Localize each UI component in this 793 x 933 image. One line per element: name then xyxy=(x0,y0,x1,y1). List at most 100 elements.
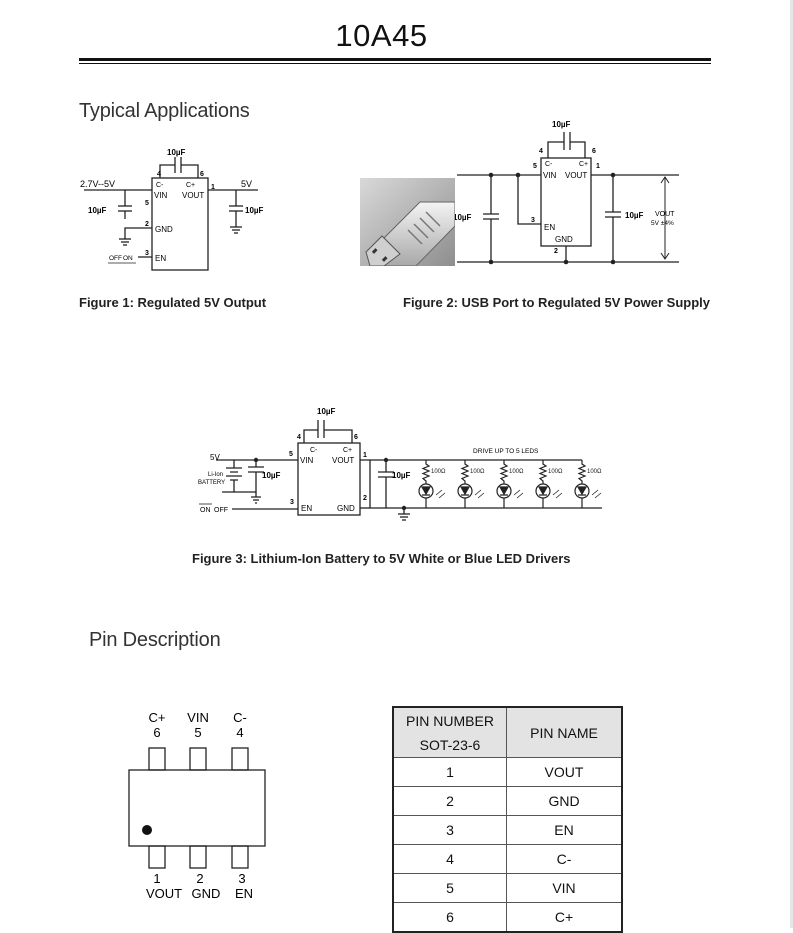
light-arrows-5 xyxy=(591,489,602,499)
package-pin6-name: C+ xyxy=(149,710,166,725)
figure3-drive-label: DRIVE UP TO 5 LEDS xyxy=(473,448,539,455)
figure1-on-label: ON xyxy=(123,255,133,262)
pin-name-cell: VOUT xyxy=(506,757,623,787)
typical-applications-heading: Typical Applications xyxy=(79,100,250,122)
figure1-cplus: C+ xyxy=(186,182,195,189)
diode-symbol-4 xyxy=(537,486,549,496)
figure3-pin5: 5 xyxy=(289,451,293,458)
figure2-pin4: 4 xyxy=(539,148,543,155)
package-pin1-number: 1 xyxy=(153,871,160,886)
figure2-pin1: 1 xyxy=(596,163,600,170)
figure1-vin-label: VIN xyxy=(154,191,168,200)
pin-name-cell: GND xyxy=(506,786,623,816)
figure1-schematic: 10µF 4 6 C- C+ VIN VOUT 2.7V--5V 5V 1 5 … xyxy=(80,148,264,271)
figure3-cplus: C+ xyxy=(343,447,352,454)
figure1-pin1: 1 xyxy=(211,184,215,191)
diode-symbol-5 xyxy=(576,486,588,496)
figure2-pin3: 3 xyxy=(531,217,535,224)
figure2-schematic: 10µF 4 6 C- C+ 5 1 VIN VOUT 10µF 3 EN GN… xyxy=(455,120,679,265)
light-arrows-1 xyxy=(435,489,446,499)
figure3-vin-5v: 5V xyxy=(210,453,220,462)
figure3-pin4: 4 xyxy=(297,434,301,441)
figure2-cap-in-label: 10µF xyxy=(455,213,472,222)
package-bottom-pin-3 xyxy=(231,845,249,869)
figure3-pin3: 3 xyxy=(290,499,294,506)
resistor-label-5: 100Ω xyxy=(587,469,602,475)
pin-name-header: PIN NAME xyxy=(506,706,623,758)
figure1-en-label: EN xyxy=(155,254,166,263)
figure2-vin-label: VIN xyxy=(543,171,557,180)
page-edge xyxy=(790,0,793,928)
document-title: 10A45 xyxy=(335,18,428,53)
pin-number-cell: 5 xyxy=(392,873,507,903)
led-branch-4 xyxy=(535,460,563,508)
figure1-pin4: 4 xyxy=(157,171,161,178)
resistor-label-2: 100Ω xyxy=(470,469,485,475)
pin-number-header: PIN NUMBER SOT-23-6 xyxy=(392,706,507,758)
led-branch-3 xyxy=(496,460,524,508)
package-pin3-number: 3 xyxy=(238,871,245,886)
led-branch-2 xyxy=(457,460,485,508)
pin-name-cell: VIN xyxy=(506,873,623,903)
package-bottom-pin-2 xyxy=(189,845,207,869)
figure2-caption: Figure 2: USB Port to Regulated 5V Power… xyxy=(403,295,710,310)
figure1-pin3: 3 xyxy=(145,250,149,257)
figure3-caption: Figure 3: Lithium-Ion Battery to 5V Whit… xyxy=(192,551,571,566)
package-body xyxy=(128,769,266,847)
figure2-pin6: 6 xyxy=(592,148,596,155)
figure3-pin2: 2 xyxy=(363,495,367,502)
figure3-cap-top-label: 10µF xyxy=(317,407,336,416)
figure3-schematic: 10µF 4 6 C- C+ 5 1 VIN VOUT 5V Li-Ion BA… xyxy=(198,407,602,521)
figure3-cap-out-label: 10µF xyxy=(392,471,411,480)
figure2-en-label: EN xyxy=(544,223,555,232)
figure3-pin1: 1 xyxy=(363,452,367,459)
figure2-pin5: 5 xyxy=(533,163,537,170)
figure3-chip xyxy=(297,442,361,516)
pin-table-header-row: PIN NUMBER SOT-23-6 PIN NAME xyxy=(392,706,623,758)
pin-number-cell: 4 xyxy=(392,844,507,874)
led-branch-1 xyxy=(418,460,446,508)
pin-number-cell: 3 xyxy=(392,815,507,845)
pin-name-cell: EN xyxy=(506,815,623,845)
figure1-cap-in-label: 10µF xyxy=(88,206,107,215)
package-pin4-number: 4 xyxy=(236,725,243,740)
package-pin5-number: 5 xyxy=(194,725,201,740)
figure3-off-label: OFF xyxy=(214,507,228,514)
figure1-pin5: 5 xyxy=(145,200,149,207)
pin-number-cell: 6 xyxy=(392,902,507,933)
pin-description-heading: Pin Description xyxy=(89,629,221,651)
figure1-vout: 5V xyxy=(241,179,252,189)
figure3-gnd-label: GND xyxy=(337,504,355,513)
figure2-cap-top-label: 10µF xyxy=(552,120,571,129)
figure2-cminus: C- xyxy=(545,161,553,168)
resistor-label-4: 100Ω xyxy=(548,469,563,475)
package-pin4-name: C- xyxy=(233,710,247,725)
pin-number-cell: 2 xyxy=(392,786,507,816)
figure2-vout-label: VOUT xyxy=(655,211,675,218)
figure3-en-label: EN xyxy=(301,504,312,513)
resistor-label-1: 100Ω xyxy=(431,469,446,475)
resistor-2 xyxy=(460,460,470,484)
figure1-caption: Figure 1: Regulated 5V Output xyxy=(79,295,267,310)
package-top-pin-5 xyxy=(189,747,207,771)
figure3-battery-label1: Li-Ion xyxy=(208,472,223,478)
diode-symbol-1 xyxy=(420,486,432,496)
figure3-cap-batt-label: 10µF xyxy=(262,471,281,480)
package-pin1-name: VOUT xyxy=(146,886,182,901)
resistor-1 xyxy=(421,460,431,484)
package-pin3-name: EN xyxy=(235,886,253,901)
pin-number-cell: 1 xyxy=(392,757,507,787)
pin-number-header-line2: SOT-23-6 xyxy=(419,736,481,753)
pin-number-header-line1: PIN NUMBER xyxy=(406,712,494,729)
light-arrows-3 xyxy=(513,489,524,499)
resistor-4 xyxy=(538,460,548,484)
figure2-cap-out-label: 10µF xyxy=(625,211,644,220)
figure2-cplus: C+ xyxy=(579,161,588,168)
package-pin2-name: GND xyxy=(192,886,221,901)
